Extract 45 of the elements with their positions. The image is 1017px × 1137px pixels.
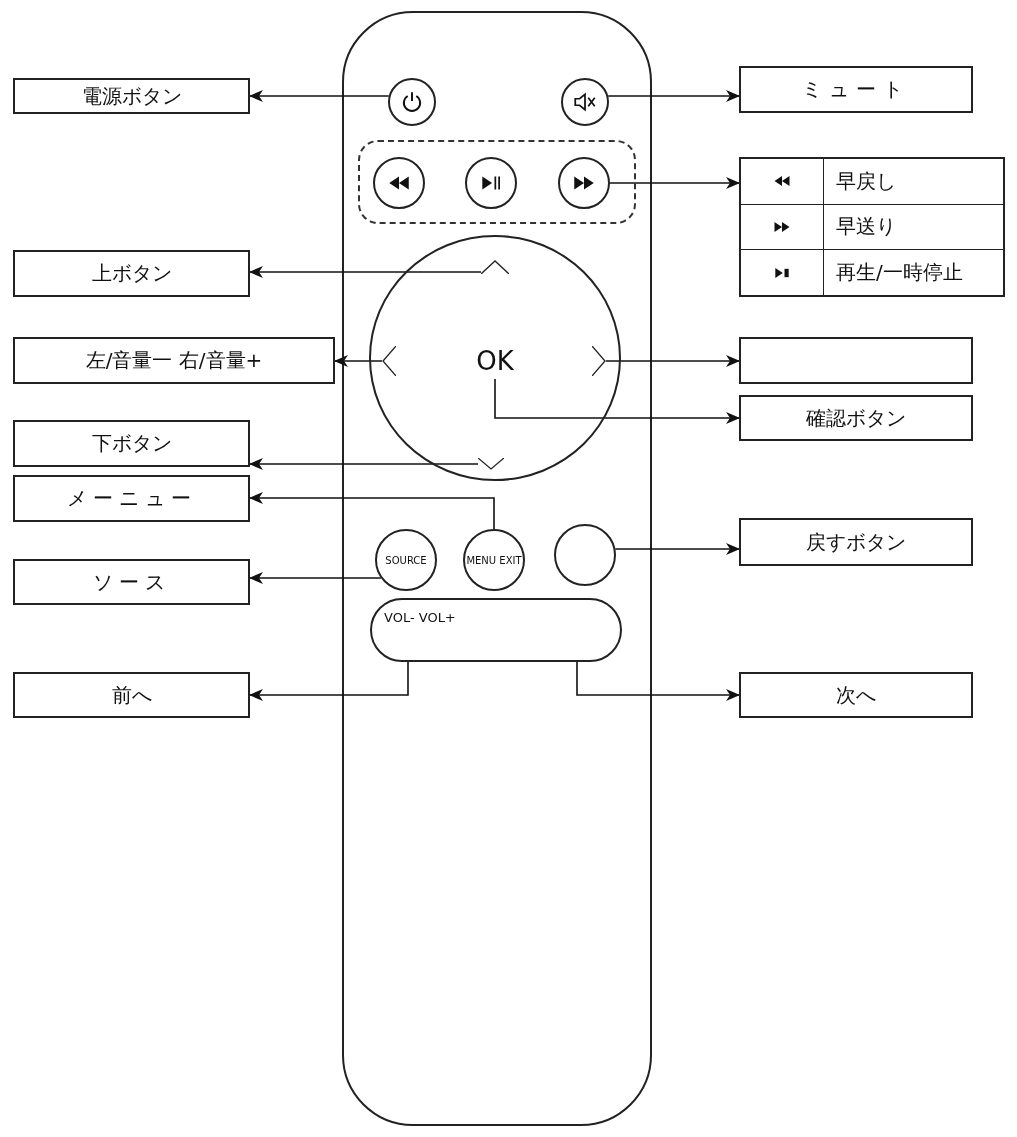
leader-arrow — [249, 572, 382, 584]
callout-label: 電源ボタン — [13, 78, 250, 114]
callout-label: 戻すボタン — [739, 518, 973, 566]
leader-arrow — [609, 177, 740, 189]
function-table — [739, 157, 1005, 297]
navigation-ring — [369, 235, 621, 481]
callout-label: 下ボタン — [13, 420, 250, 467]
leader-arrow — [249, 266, 482, 278]
callout-label: メーニュー — [13, 475, 250, 522]
power-button — [388, 78, 436, 126]
callout-label: 上ボタン — [13, 250, 250, 297]
callout-label: 左/音量一 右/音量+ — [13, 337, 335, 384]
down-chevron — [478, 458, 504, 470]
back-button — [554, 524, 616, 586]
leader-arrow — [334, 355, 383, 367]
volume-rocker: VOL- VOL+ — [370, 598, 622, 662]
leader-arrow — [249, 492, 495, 530]
menu-exit-button: MENU EXIT — [463, 529, 525, 591]
leader-arrow — [576, 661, 740, 701]
leader-arrow — [494, 378, 740, 424]
function-label: 早送り — [836, 213, 896, 241]
callout-label: 確認ボタン — [739, 395, 973, 441]
leader-arrow — [249, 458, 479, 470]
callout-label: ミュート — [739, 66, 973, 113]
leader-arrow — [607, 90, 740, 102]
left-chevron — [382, 346, 396, 376]
rewind-button — [373, 157, 425, 209]
fast-forward-button — [558, 157, 610, 209]
leader-arrow — [605, 355, 740, 367]
empty-callout-box — [739, 337, 973, 384]
leader-arrow — [249, 661, 409, 701]
function-label: 早戻し — [836, 167, 896, 195]
callout-label: ソース — [13, 559, 250, 605]
leader-arrow — [249, 90, 390, 102]
dashed-button-group — [358, 140, 636, 224]
function-label: 再生/一時停止 — [836, 259, 963, 287]
up-chevron — [481, 260, 509, 274]
right-chevron — [592, 346, 606, 376]
mute-button — [561, 78, 609, 126]
play-pause-button — [465, 157, 517, 209]
source-button: SOURCE — [375, 529, 437, 591]
ok-key-label: OK — [470, 343, 520, 379]
callout-label: 前へ — [13, 672, 250, 718]
callout-label: 次へ — [739, 672, 973, 718]
leader-arrow — [614, 543, 740, 555]
